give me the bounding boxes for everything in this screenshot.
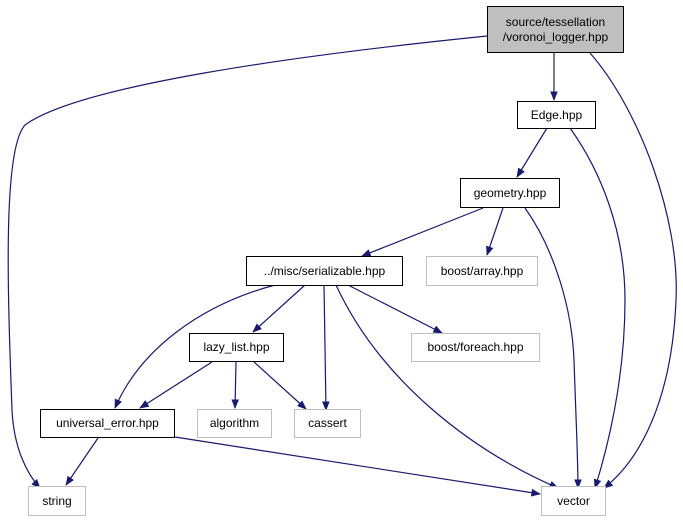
node-universal-error-hpp[interactable]: universal_error.hpp bbox=[40, 409, 175, 438]
node-lazy-list-hpp-label: lazy_list.hpp bbox=[203, 340, 270, 354]
node-serializable-hpp-label: ../misc/serializable.hpp bbox=[263, 263, 386, 278]
edge-edge-hpp-to-geometry bbox=[516, 127, 548, 178]
node-string-label: string bbox=[42, 493, 72, 508]
node-cassert-label: cassert bbox=[308, 416, 347, 430]
node-algorithm: algorithm bbox=[197, 409, 272, 438]
node-voronoi-logger: source/tessellation /voronoi_logger.hpp bbox=[487, 6, 624, 53]
node-boost-array: boost/array.hpp bbox=[426, 256, 538, 286]
edge-edge-hpp-to-vector bbox=[569, 127, 626, 489]
edge-lazy-list-to-cassert bbox=[253, 361, 307, 410]
edge-serializable-to-cassert bbox=[322, 284, 330, 411]
node-vector: vector bbox=[541, 486, 606, 516]
node-lazy-list-hpp[interactable]: lazy_list.hpp bbox=[189, 333, 284, 362]
node-geometry-hpp[interactable]: geometry.hpp bbox=[460, 178, 560, 208]
node-boost-array-label: boost/array.hpp bbox=[440, 263, 524, 278]
node-universal-error-hpp-label: universal_error.hpp bbox=[56, 416, 159, 430]
edge-serializable-to-boost-foreach bbox=[347, 284, 443, 334]
node-algorithm-label: algorithm bbox=[209, 416, 260, 430]
edge-geometry-to-serializable bbox=[361, 207, 484, 257]
edge-serializable-to-lazy-list bbox=[252, 284, 306, 333]
node-cassert: cassert bbox=[294, 409, 361, 438]
edge-root-to-vector bbox=[589, 52, 677, 489]
node-voronoi-logger-line2: /voronoi_logger.hpp bbox=[502, 29, 609, 44]
node-serializable-hpp[interactable]: ../misc/serializable.hpp bbox=[246, 256, 403, 286]
edge-root-to-string bbox=[7, 35, 488, 489]
edge-serializable-to-vector bbox=[335, 284, 559, 489]
node-string: string bbox=[28, 486, 86, 516]
edge-lazy-list-to-universal-error bbox=[139, 361, 213, 409]
node-edge-hpp-label: Edge.hpp bbox=[530, 107, 583, 122]
node-vector-label: vector bbox=[557, 493, 590, 508]
node-edge-hpp[interactable]: Edge.hpp bbox=[517, 101, 596, 129]
node-boost-foreach-label: boost/foreach.hpp bbox=[427, 340, 524, 354]
edge-universal-error-to-string bbox=[65, 437, 99, 486]
node-voronoi-logger-line1: source/tessellation bbox=[505, 14, 606, 29]
edge-lazy-list-to-algorithm bbox=[231, 361, 240, 409]
edge-geometry-to-boost-array bbox=[486, 207, 504, 256]
edge-geometry-to-vector bbox=[524, 207, 582, 489]
edge-universal-error-to-vector bbox=[174, 436, 541, 497]
edge-serializable-to-universal-error bbox=[114, 284, 276, 409]
node-boost-foreach: boost/foreach.hpp bbox=[411, 333, 540, 362]
node-geometry-hpp-label: geometry.hpp bbox=[473, 185, 547, 200]
